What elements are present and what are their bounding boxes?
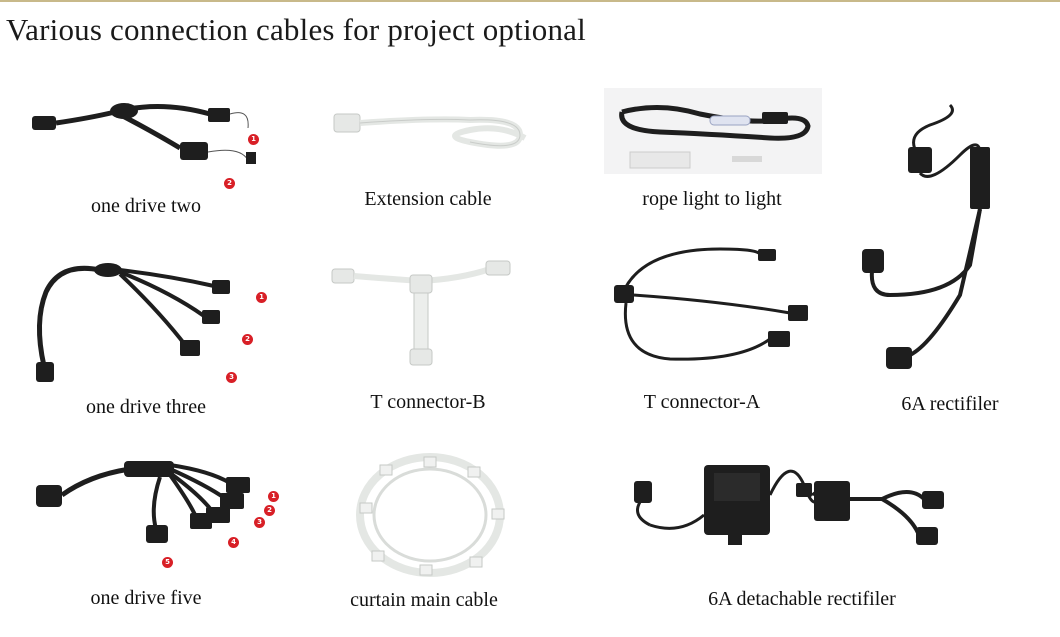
caption-6a-detachable-rectifiler: 6A detachable rectifiler	[708, 588, 896, 610]
badge-3: 3	[226, 372, 237, 383]
caption-one-drive-three: one drive three	[86, 396, 206, 418]
product-6a-detachable-rectifiler: 6A detachable rectifiler	[620, 455, 1020, 620]
rope-light-to-light-image	[604, 88, 822, 174]
caption-extension-cable: Extension cable	[364, 188, 492, 210]
badge-1: 1	[268, 491, 279, 502]
product-curtain-main-cable: curtain main cable	[320, 445, 550, 620]
caption-t-connector-b: T connector-B	[370, 391, 486, 413]
badge-4: 4	[228, 537, 239, 548]
caption-rope-light-to-light: rope light to light	[642, 188, 782, 210]
product-one-drive-five: 1 2 3 4 5 one drive five	[20, 455, 290, 620]
caption-curtain-main-cable: curtain main cable	[350, 589, 498, 611]
product-one-drive-three: 1 2 3 one drive three	[20, 262, 280, 422]
badge-2: 2	[224, 178, 235, 189]
curtain-main-cable-image	[356, 453, 505, 577]
product-extension-cable: Extension cable	[320, 90, 550, 220]
product-6a-rectifiler: 6A rectifiler	[850, 95, 1050, 425]
t-connector-b-image	[331, 260, 511, 366]
caption-one-drive-two: one drive two	[91, 195, 201, 217]
badge-2: 2	[264, 505, 275, 516]
product-t-connector-b: T connector-B	[320, 255, 550, 420]
page-title: Various connection cables for project op…	[6, 12, 586, 47]
6a-rectifiler-image	[862, 103, 990, 369]
product-t-connector-a: T connector-A	[600, 245, 830, 420]
badge-5: 5	[162, 557, 173, 568]
one-drive-two-image	[32, 103, 256, 164]
extension-cable-image	[333, 113, 527, 149]
one-drive-five-image	[36, 461, 250, 543]
badge-2: 2	[242, 334, 253, 345]
badge-1: 1	[248, 134, 259, 145]
one-drive-three-image	[36, 263, 230, 382]
caption-t-connector-a: T connector-A	[643, 391, 761, 413]
badge-3: 3	[254, 517, 265, 528]
6a-detachable-rectifiler-image	[634, 465, 944, 545]
caption-one-drive-five: one drive five	[90, 587, 202, 609]
top-accent-line	[0, 0, 1060, 2]
badge-1: 1	[256, 292, 267, 303]
caption-6a-rectifiler: 6A rectifiler	[901, 393, 999, 415]
product-rope-light-to-light: rope light to light	[600, 88, 830, 218]
t-connector-a-image	[614, 247, 808, 361]
product-one-drive-two: 1 2 one drive two	[20, 80, 280, 220]
